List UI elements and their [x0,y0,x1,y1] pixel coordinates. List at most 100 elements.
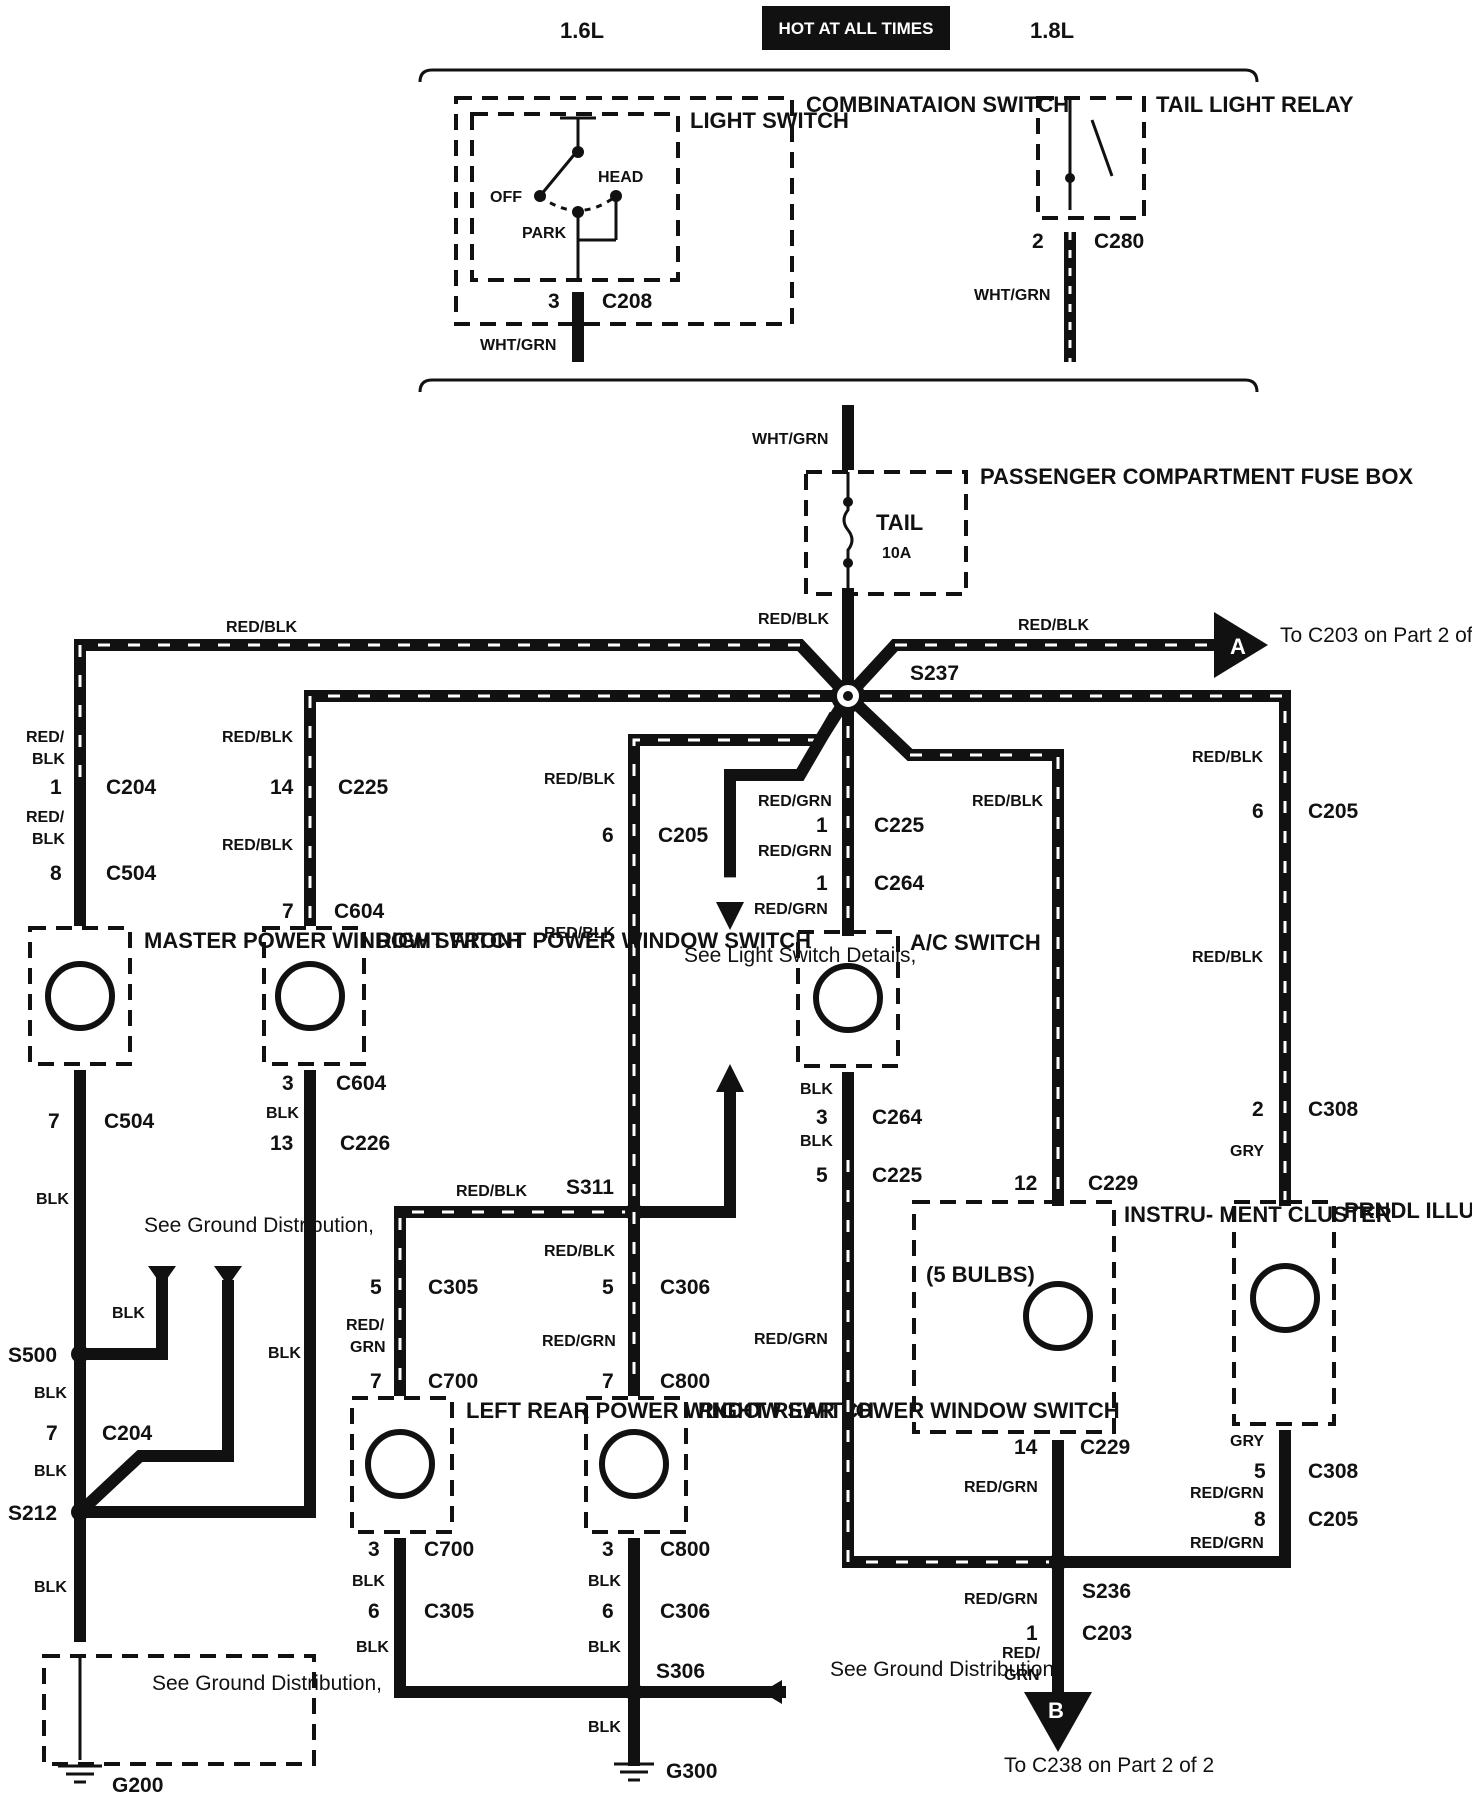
svg-text:1: 1 [1026,1622,1038,1645]
prndl-box [1232,1200,1336,1426]
svg-text:5: 5 [1254,1460,1266,1483]
right-rear-window-switch-label: RIGHT REAR POWER WINDOW SWITCH [698,1398,1120,1423]
ground-g200: G200 [112,1774,163,1797]
right-rear-window-switch-lamp [599,1429,669,1499]
svg-text:BLK: BLK [588,1719,621,1736]
svg-text:6: 6 [368,1600,380,1623]
conn-c308-bottom: C308 [1308,1460,1359,1483]
svg-text:BLK: BLK [34,1463,67,1480]
svg-text:BLK: BLK [112,1305,145,1322]
see-ground-1: See Ground Distribution, [144,1214,374,1237]
svg-text:3: 3 [368,1538,380,1561]
svg-text:RED/BLK: RED/BLK [758,611,830,628]
svg-text:S500: S500 [8,1344,57,1367]
conn-c229-top: C229 [1088,1172,1138,1195]
svg-text:6: 6 [602,824,614,847]
fuse-box-label: PASSENGER COMPARTMENT FUSE BOX [980,464,1413,489]
svg-text:BLK: BLK [356,1639,389,1656]
conn-c204-top: C204 [106,776,157,799]
svg-text:RED/: RED/ [1002,1645,1041,1662]
conn-c205-left: C205 [658,824,709,847]
svg-text:5: 5 [816,1164,828,1187]
svg-text:13: 13 [270,1132,293,1155]
conn-c305-bottom: C305 [424,1600,475,1623]
svg-text:5: 5 [370,1276,382,1299]
ground-g300: G300 [666,1760,717,1783]
switch-pos-park: PARK [522,225,567,242]
svg-text:3: 3 [816,1106,828,1129]
hot-at-all-times-badge [762,6,950,50]
instrument-cluster-lamp [1023,1281,1093,1351]
master-window-switch-box [28,926,132,1066]
conn-c604-bottom: C604 [336,1072,387,1095]
svg-text:RED/GRN: RED/GRN [964,1591,1038,1608]
svg-text:RED/BLK: RED/BLK [1192,949,1264,966]
instrument-cluster-label: INSTRU- MENT CLUSTER [1124,1202,1392,1227]
see-light-switch-arrow-down [716,902,744,930]
conn-c208: C208 [602,290,653,313]
svg-text:5: 5 [602,1276,614,1299]
svg-text:6: 6 [1252,800,1264,823]
svg-text:GRN: GRN [1004,1667,1040,1684]
fuse-element [842,472,854,594]
conn-c225-left: C225 [338,776,389,799]
conn-c700-bottom: C700 [424,1538,474,1561]
engine-label-left: 1.6L [560,18,604,43]
wire-color-wht-grn-1: WHT/GRN [480,337,556,354]
svg-text:RED/BLK: RED/BLK [226,619,298,636]
svg-text:RED/BLK: RED/BLK [222,729,294,746]
conn-c504-bottom: C504 [104,1110,155,1133]
ac-switch-lamp [813,963,883,1033]
fuse-rating: 10A [882,545,912,562]
svg-text:RED/GRN: RED/GRN [758,843,832,860]
svg-text:3: 3 [602,1538,614,1561]
svg-text:RED/GRN: RED/GRN [754,901,828,918]
svg-text:RED/GRN: RED/GRN [542,1333,616,1350]
conn-c226: C226 [340,1132,390,1155]
tail-light-relay-box [1036,96,1146,220]
svg-text:S212: S212 [8,1502,57,1525]
svg-text:RED/GRN: RED/GRN [758,793,832,810]
conn-c306-top: C306 [660,1276,710,1299]
see-light-switch-arrow-up [716,1064,744,1092]
svg-text:RED/GRN: RED/GRN [1190,1535,1264,1552]
svg-text:8: 8 [1254,1508,1266,1531]
left-rear-window-switch-box [350,1396,454,1534]
arrow-b [1024,1692,1092,1752]
conn-c264-bottom: C264 [872,1106,923,1129]
svg-text:7: 7 [46,1422,58,1445]
svg-text:8: 8 [50,862,62,885]
svg-text:RED/: RED/ [346,1317,385,1334]
svg-text:RED/GRN: RED/GRN [964,1479,1038,1496]
svg-text:BLK: BLK [588,1639,621,1656]
svg-text:RED/BLK: RED/BLK [456,1183,528,1200]
ac-switch-box [796,930,900,1068]
svg-text:BLK: BLK [268,1345,301,1362]
svg-text:RED/BLK: RED/BLK [544,1243,616,1260]
svg-text:RED/GRN: RED/GRN [1190,1485,1264,1502]
wire-color-wht-grn-3: WHT/GRN [752,431,828,448]
top-brace [418,68,1259,83]
conn-c504-top: C504 [106,862,157,885]
svg-text:S306: S306 [656,1660,705,1683]
svg-text:BLK: BLK [588,1573,621,1590]
right-front-window-switch-lamp [275,961,345,1031]
svg-text:7: 7 [48,1110,60,1133]
conn-c225-bottom: C225 [872,1164,923,1187]
svg-text:B: B [1048,1698,1064,1723]
svg-text:2: 2 [1252,1098,1264,1121]
arrow-b-text: To C238 on Part 2 of 2 [1004,1754,1214,1777]
svg-text:BLK: BLK [34,1385,67,1402]
conn-c204-bottom: C204 [102,1422,153,1445]
hot-at-all-times-text: HOT AT ALL TIMES [779,19,934,38]
conn-c700-top: C700 [428,1370,478,1393]
prndl-label: PRNDL ILLUMINA- TION [1344,1198,1472,1223]
svg-text:BLK: BLK [800,1081,833,1098]
see-ground-3: See Ground Distribution, [830,1658,1060,1681]
svg-text:S236: S236 [1082,1580,1131,1603]
conn-c800-bottom: C800 [660,1538,710,1561]
right-front-window-switch-box [262,926,366,1066]
svg-text:S237: S237 [910,662,959,685]
bottom-brace [418,378,1259,393]
